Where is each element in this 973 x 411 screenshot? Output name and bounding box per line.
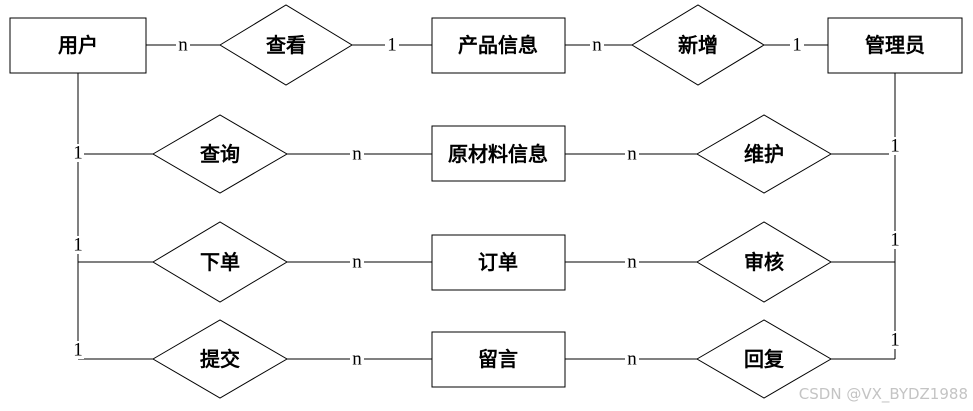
entity-material-label: 原材料信息 — [448, 142, 548, 166]
entity-user: 用户 — [9, 17, 147, 74]
cardinality-user-query: 1 — [72, 143, 84, 164]
watermark: CSDN @VX_BYDZ1988 — [799, 385, 968, 404]
cardinality-order-review: n — [625, 252, 639, 273]
cardinality-user-query-text: 1 — [73, 143, 83, 164]
cardinality-material-maintain: n — [625, 144, 639, 165]
relationship-review: 审核 — [696, 221, 832, 303]
relationship-reply-label: 回复 — [744, 347, 785, 371]
relationship-submit: 提交 — [152, 319, 288, 399]
cardinality-product-add-text: n — [592, 35, 602, 56]
cardinality-material-maintain-text: n — [627, 144, 637, 165]
cardinality-view-product: 1 — [385, 35, 399, 56]
cardinality-reply-admin: 1 — [889, 330, 901, 351]
cardinality-maintain-admin: 1 — [889, 136, 901, 157]
cardinality-query-material-text: n — [352, 144, 362, 165]
cardinality-user-place-order: 1 — [72, 235, 84, 256]
relationship-maintain-label: 维护 — [744, 142, 784, 166]
relationship-maintain: 维护 — [696, 114, 832, 194]
relationship-review-label: 审核 — [744, 250, 784, 274]
cardinality-review-admin: 1 — [889, 230, 901, 251]
relationship-reply: 回复 — [696, 319, 832, 399]
cardinality-place-order-order: n — [350, 252, 364, 273]
cardinality-reply-admin-text: 1 — [890, 330, 900, 351]
cardinality-user-view-text: n — [178, 35, 188, 56]
connectors — [77, 44, 896, 360]
cardinality-message-reply: n — [625, 349, 639, 370]
entity-material: 原材料信息 — [431, 125, 566, 182]
entity-order-label: 订单 — [478, 250, 518, 274]
entity-product-label: 产品信息 — [458, 33, 538, 57]
relationship-add: 新增 — [631, 4, 765, 86]
entity-admin: 管理员 — [827, 17, 963, 74]
cardinality-user-view: n — [176, 35, 190, 56]
cardinality-place-order-order-text: n — [352, 252, 362, 273]
entity-message: 留言 — [431, 331, 566, 388]
cardinality-user-place-order-text: 1 — [73, 235, 83, 256]
relationship-place-order: 下单 — [152, 221, 288, 303]
cardinality-message-reply-text: n — [627, 349, 637, 370]
cardinality-query-material: n — [350, 144, 364, 165]
relationship-query-label: 查询 — [200, 142, 240, 166]
cardinality-user-submit: 1 — [72, 340, 84, 361]
cardinality-order-review-text: n — [627, 252, 637, 273]
entity-admin-label: 管理员 — [865, 33, 925, 57]
entity-user-label: 用户 — [58, 33, 98, 57]
cardinality-submit-message: n — [350, 349, 364, 370]
cardinality-review-admin-text: 1 — [890, 230, 900, 251]
entity-message-label: 留言 — [478, 347, 518, 371]
cardinality-labels: n 1 n 1 1 n n 1 — [72, 35, 901, 370]
relationship-query: 查询 — [152, 114, 288, 194]
cardinality-add-admin-text: 1 — [792, 35, 802, 56]
relationship-add-label: 新增 — [678, 33, 718, 57]
relationship-place-order-label: 下单 — [200, 250, 240, 274]
relationship-view: 查看 — [219, 4, 353, 86]
cardinality-add-admin: 1 — [790, 35, 804, 56]
cardinality-product-add: n — [590, 35, 604, 56]
relationship-view-label: 查看 — [266, 33, 306, 57]
entity-order: 订单 — [431, 234, 566, 291]
entity-product: 产品信息 — [431, 17, 566, 74]
cardinality-maintain-admin-text: 1 — [890, 136, 900, 157]
cardinality-view-product-text: 1 — [387, 35, 397, 56]
cardinality-submit-message-text: n — [352, 349, 362, 370]
cardinality-user-submit-text: 1 — [73, 340, 83, 361]
relationship-submit-label: 提交 — [200, 347, 240, 371]
